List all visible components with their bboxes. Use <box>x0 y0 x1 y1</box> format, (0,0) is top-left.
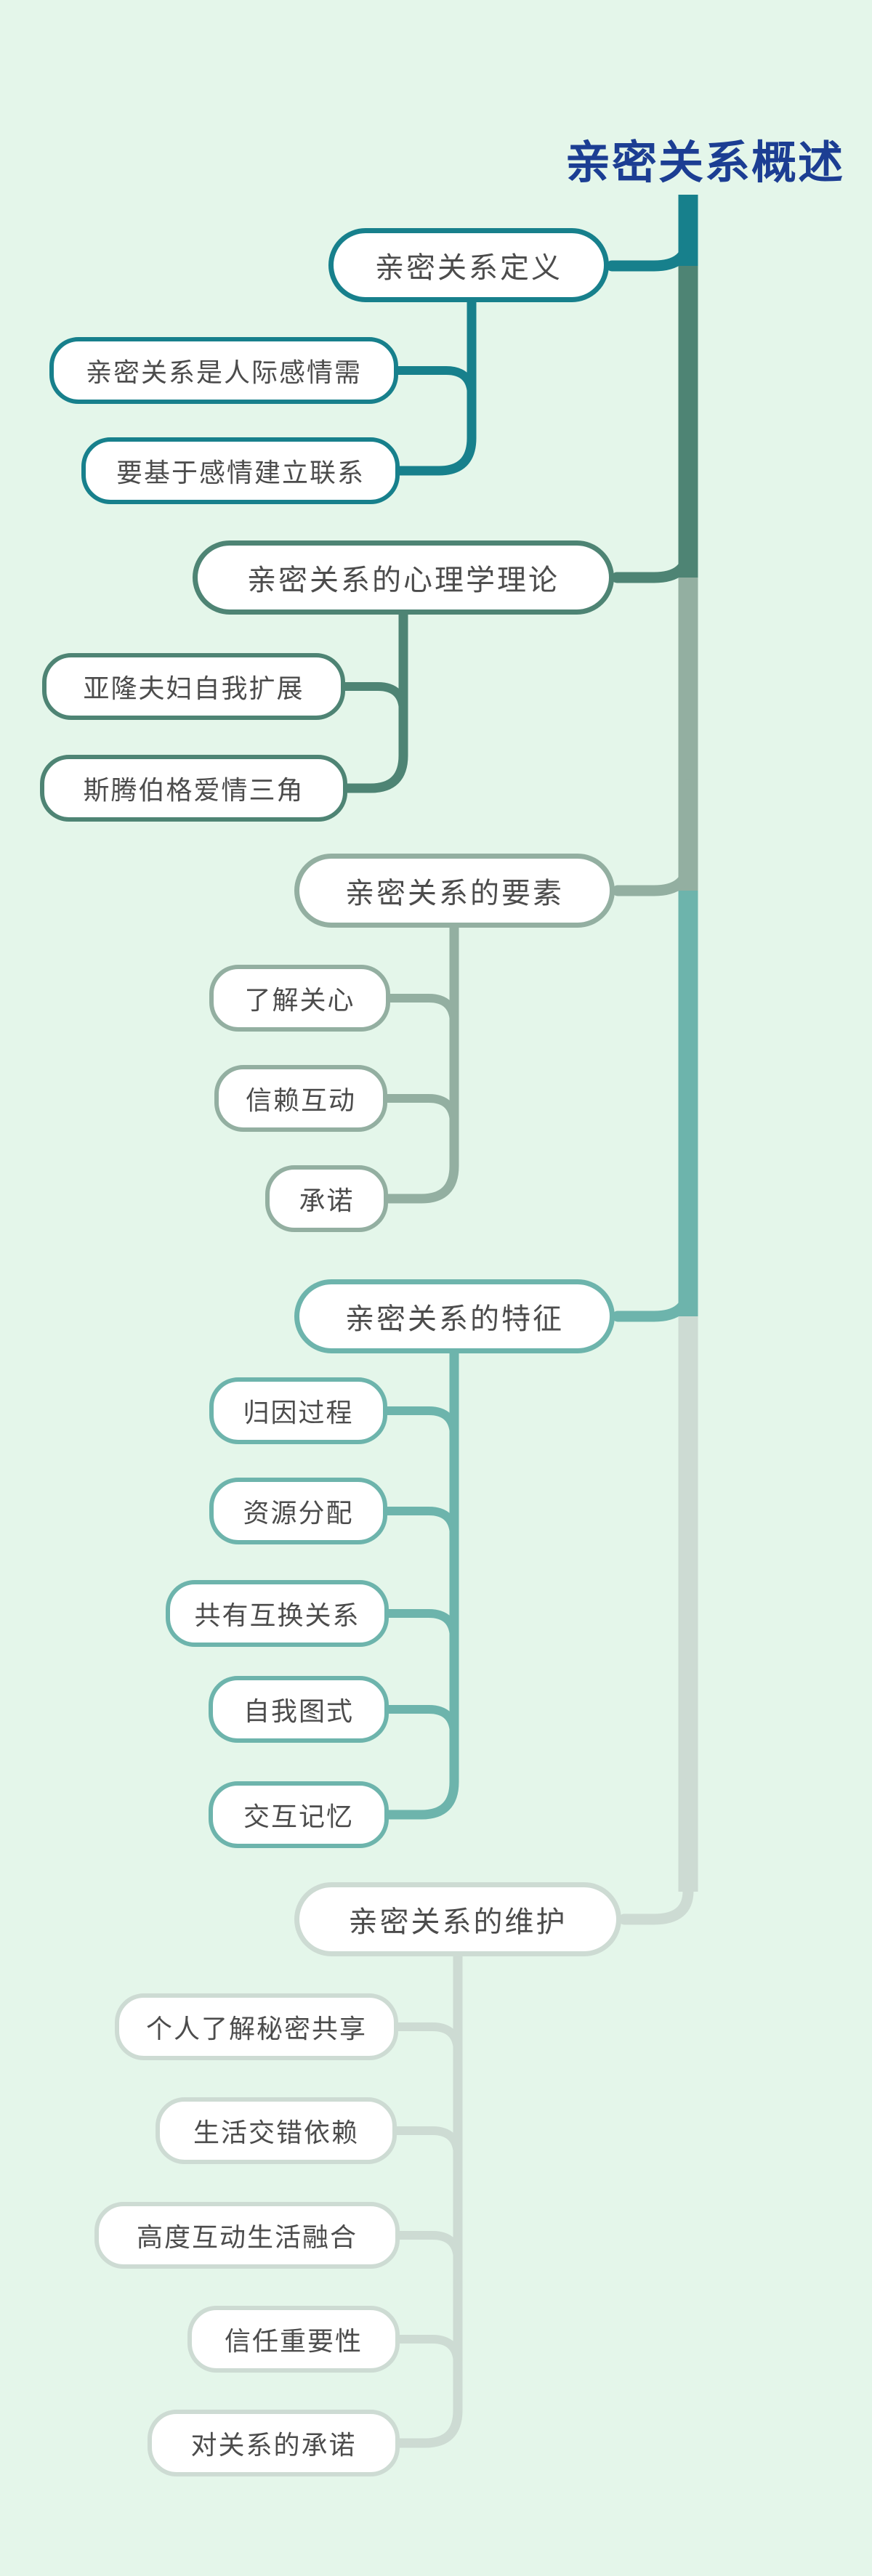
branch-topic-definition[interactable]: 亲密关系定义 <box>328 228 609 302</box>
connector-branch-3 <box>612 779 694 896</box>
connector-child-3-1 <box>383 994 459 1028</box>
child-topic[interactable]: 资源分配 <box>209 1478 387 1544</box>
child-topic[interactable]: 对关系的承诺 <box>148 2410 400 2476</box>
root-topic[interactable]: 亲密关系概述 <box>565 138 844 188</box>
child-topic[interactable]: 了解关心 <box>209 965 390 1032</box>
branch-topic-elements[interactable]: 亲密关系的要素 <box>294 854 615 928</box>
connector-branch-5 <box>618 1778 694 1925</box>
connector-branch-2 <box>611 466 694 583</box>
connector-child-5-2 <box>389 2126 462 2160</box>
connector-branch-4 <box>612 1204 694 1322</box>
branch-topic-psychology-theories[interactable]: 亲密关系的心理学理论 <box>193 540 614 615</box>
child-topic[interactable]: 共有互换关系 <box>166 1580 389 1647</box>
child-topic[interactable]: 斯腾伯格爱情三角 <box>40 755 347 822</box>
branch-topic-characteristics[interactable]: 亲密关系的特征 <box>294 1279 615 1353</box>
spine-branch-2 <box>339 605 408 793</box>
connector-branch-1 <box>606 198 694 272</box>
spine-branch-1 <box>392 294 477 476</box>
child-topic[interactable]: 亲密关系是人际感情需 <box>49 337 398 404</box>
connector-child-4-3 <box>382 1609 459 1643</box>
connector-child-5-3 <box>392 2231 462 2265</box>
child-topic[interactable]: 生活交错依赖 <box>156 2097 397 2164</box>
child-topic[interactable]: 亚隆夫妇自我扩展 <box>42 653 345 720</box>
connector-child-5-1 <box>391 2022 462 2057</box>
spine-branch-3 <box>380 918 459 1204</box>
connector-child-4-2 <box>380 1507 459 1541</box>
child-topic[interactable]: 信赖互动 <box>214 1065 387 1132</box>
branch-topic-maintenance[interactable]: 亲密关系的维护 <box>294 1882 621 1956</box>
connector-child-5-4 <box>392 2335 462 2369</box>
connector-child-4-4 <box>382 1705 459 1739</box>
child-topic[interactable]: 高度互动生活融合 <box>94 2202 400 2269</box>
child-topic[interactable]: 要基于感情建立联系 <box>81 437 400 504</box>
child-topic[interactable]: 信任重要性 <box>187 2306 400 2373</box>
child-topic[interactable]: 交互记忆 <box>209 1781 389 1848</box>
connector-child-4-1 <box>380 1406 459 1441</box>
connector-child-3-2 <box>380 1094 459 1128</box>
connector-child-2-1 <box>338 682 408 716</box>
spine-branch-5 <box>394 1947 463 2448</box>
child-topic[interactable]: 承诺 <box>265 1165 388 1232</box>
child-topic[interactable]: 个人了解秘密共享 <box>115 1993 398 2060</box>
connector-child-1-1 <box>391 366 476 400</box>
child-topic[interactable]: 归因过程 <box>209 1377 387 1444</box>
child-topic[interactable]: 自我图式 <box>209 1676 389 1743</box>
spine-branch-4 <box>382 1344 459 1820</box>
